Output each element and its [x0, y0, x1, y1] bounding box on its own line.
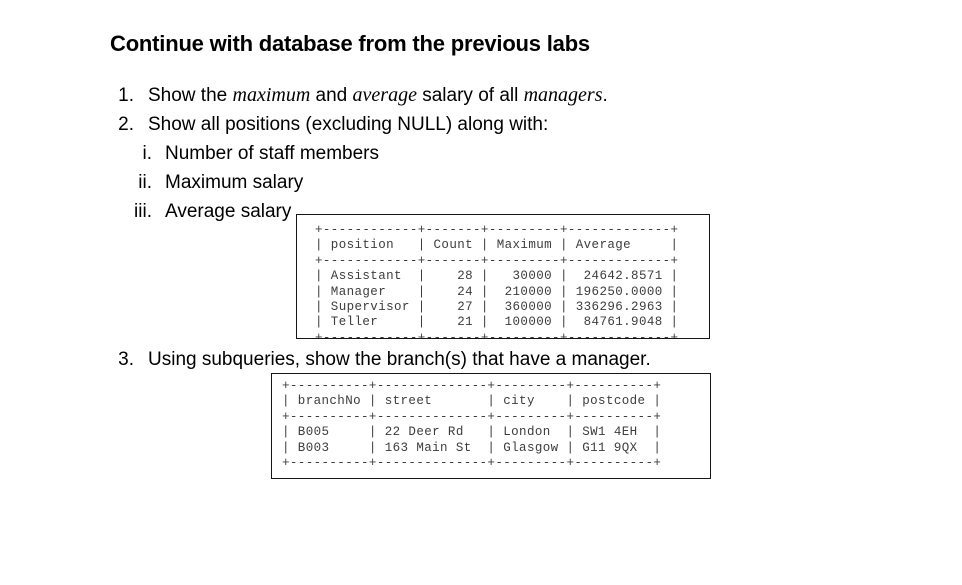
task1-seg-1: maximum	[232, 84, 311, 106]
branches-result-box: +----------+--------------+---------+---…	[271, 373, 711, 479]
task1-seg-2: and	[310, 85, 353, 106]
list-item-1-text: Show the maximum and average salary of a…	[134, 81, 608, 110]
task1-seg-5: managers	[523, 84, 603, 106]
sublist-item-i: i. Number of staff members	[108, 139, 808, 168]
task-list: 1. Show the maximum and average salary o…	[108, 81, 808, 226]
task1-seg-6: .	[602, 85, 608, 106]
list-marker-3: 3.	[118, 349, 134, 370]
task1-seg-0: Show the	[148, 85, 233, 106]
list-item-2: 2. Show all positions (excluding NULL) a…	[108, 110, 808, 139]
positions-result-box: +------------+-------+---------+--------…	[296, 214, 710, 339]
sublist-item-iii: iii. Average salary	[108, 197, 808, 226]
branches-result-text: +----------+--------------+---------+---…	[282, 379, 662, 471]
positions-result-text: +------------+-------+---------+--------…	[315, 223, 679, 339]
list-item-3: 3. Using subqueries, show the branch(s) …	[108, 345, 651, 374]
sublist-item-ii: ii. Maximum salary	[108, 168, 808, 197]
list-item-3-text: Using subqueries, show the branch(s) tha…	[148, 349, 651, 370]
sublist-item-iii-text: Average salary	[165, 201, 292, 222]
list-item-2-text: Show all positions (excluding NULL) alon…	[148, 114, 549, 135]
list-marker-2: 2.	[118, 114, 134, 135]
list-marker-1: 1.	[118, 85, 134, 106]
sublist-marker-ii: ii.	[138, 172, 152, 193]
sublist-marker-iii: iii.	[134, 201, 152, 222]
task1-seg-4: salary of all	[416, 85, 524, 106]
page-title: Continue with database from the previous…	[110, 31, 590, 56]
sublist-marker-i: i.	[142, 143, 153, 164]
list-item-1: 1. Show the maximum and average salary o…	[108, 81, 808, 110]
sublist-item-i-text: Number of staff members	[165, 143, 380, 164]
sublist-item-ii-text: Maximum salary	[165, 172, 304, 193]
task1-seg-3: average	[352, 84, 417, 106]
